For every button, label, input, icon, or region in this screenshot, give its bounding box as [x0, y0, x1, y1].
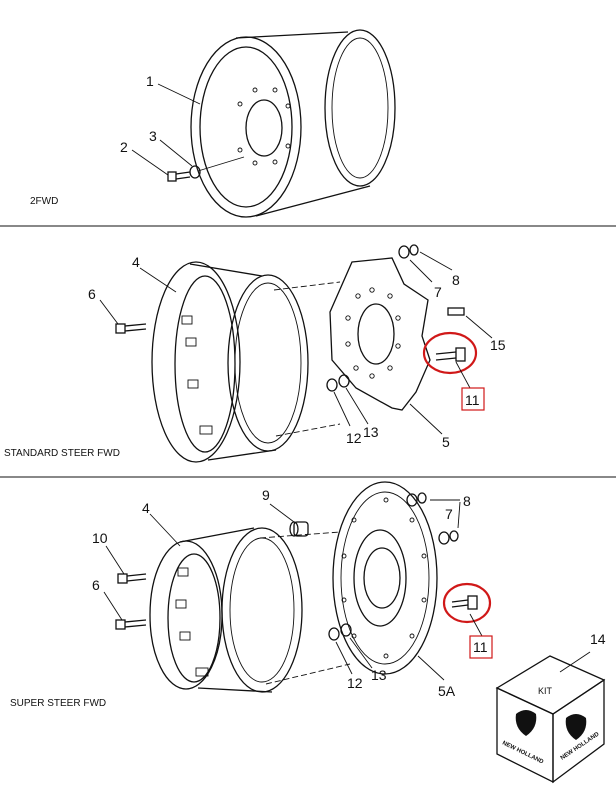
highlight-circle: [442, 582, 492, 624]
nut-3-icon: [189, 165, 201, 179]
callout-3: 3: [149, 128, 157, 144]
callout-6: 6: [88, 286, 96, 302]
callout-11-box: [461, 387, 485, 411]
brand-text-left: NEW HOLLAND: [501, 740, 545, 765]
callout-11b: 11: [473, 639, 488, 655]
center-plate-super: [332, 481, 438, 675]
callout-4: 4: [132, 254, 140, 270]
callout-7b: 7: [445, 506, 453, 522]
callout-5a: 5A: [438, 683, 456, 699]
bolt-11b-icon: [451, 595, 478, 610]
bolt-10-icon: [117, 573, 147, 584]
nut-7-8b-icon: [406, 492, 459, 545]
callout-11: 11: [465, 392, 480, 408]
rim-standard: [151, 261, 309, 463]
callout-14: 14: [590, 631, 606, 647]
callout-8: 8: [452, 272, 460, 288]
callout-13: 13: [363, 424, 379, 440]
bolt-6-icon: [115, 323, 147, 334]
callout-1: 1: [146, 73, 154, 89]
nut-7-8-icon: [398, 244, 419, 259]
kit-label: KIT: [538, 686, 553, 696]
callout-15: 15: [490, 337, 506, 353]
wheel-2fwd: [190, 29, 396, 218]
callout-4b: 4: [142, 500, 150, 516]
callout-12: 12: [346, 430, 362, 446]
callout-2: 2: [120, 139, 128, 155]
callout-5: 5: [442, 434, 450, 450]
section-caption-super: SUPER STEER FWD: [10, 698, 106, 709]
section-caption-2fwd: 2FWD: [30, 196, 58, 207]
center-plate-standard: [329, 257, 431, 411]
nut-12-13b-icon: [328, 623, 352, 641]
callout-12b: 12: [347, 675, 363, 691]
highlight-circle: [422, 331, 478, 375]
callout-13b: 13: [371, 667, 387, 683]
nut-12-13-icon: [326, 374, 350, 392]
bolt-6b-icon: [115, 619, 147, 630]
callout-8b: 8: [463, 493, 471, 509]
kit-box: KIT NEW HOLLAND NEW HOLLAND: [495, 655, 606, 784]
callout-7: 7: [434, 284, 442, 300]
bolt-11-icon: [435, 347, 466, 362]
section-caption-standard: STANDARD STEER FWD: [4, 448, 120, 459]
callout-6b: 6: [92, 577, 100, 593]
spacer-9-icon: [289, 521, 309, 537]
stud-15-icon: [447, 307, 465, 316]
callout-11b-box: [469, 635, 493, 659]
new-holland-logo-icon: [515, 710, 587, 740]
rim-super: [149, 527, 303, 693]
callout-10: 10: [92, 530, 108, 546]
bolt-2-icon: [167, 171, 191, 182]
callout-9: 9: [262, 487, 270, 503]
